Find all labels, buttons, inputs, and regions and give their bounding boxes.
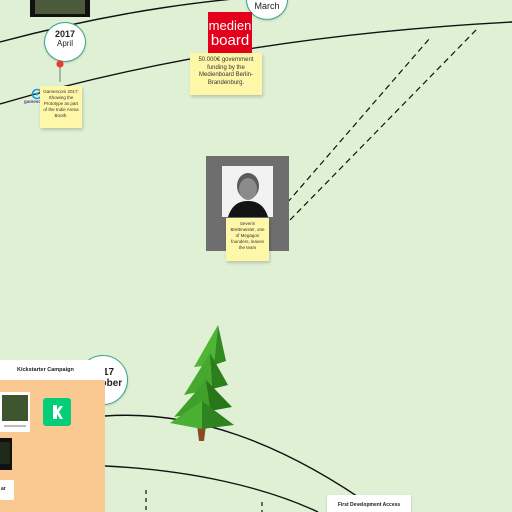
timeline-dashed-1 — [247, 37, 431, 249]
gamescom-logo-text: gamescom — [24, 99, 48, 104]
timeline-curve-lower-1 — [104, 414, 381, 512]
kickstarter-label-box: ar — [0, 480, 14, 500]
card-title: First Development Access — [337, 502, 401, 508]
kickstarter-logo — [43, 398, 71, 426]
timeline-dashed-2 — [289, 27, 479, 221]
note-text: Severin Brettmeister, one of Megagon fou… — [230, 221, 265, 250]
video-thumbnail-2[interactable] — [0, 438, 12, 470]
logo-line-1: medien — [208, 18, 252, 33]
date-month: April — [56, 39, 73, 48]
timeline-curve-top — [0, 0, 231, 43]
note-text: Gamescom 2017: Showing the Prototype as … — [43, 89, 79, 118]
kickstarter-card: Kickstarter Campaign ar — [0, 360, 105, 512]
timeline-curve-lower-2 — [104, 465, 319, 512]
pine-tree-icon — [166, 325, 236, 443]
first-dev-access-card: First Development Access — [327, 495, 411, 512]
date-bubble-april-2017: 2017 April — [44, 22, 86, 62]
photo-frame-severin — [206, 156, 289, 251]
medienboard-logo: medien board — [208, 12, 252, 56]
video-thumbnail-1[interactable] — [0, 392, 30, 432]
kickstarter-title: Kickstarter Campaign — [17, 367, 74, 373]
sticky-note-gamescom: Gamescom 2017: Showing the Prototype as … — [40, 86, 82, 128]
map-pin-icon — [56, 60, 64, 82]
video-thumbnail-top[interactable] — [30, 0, 90, 17]
kickstarter-partial-label: ar — [1, 486, 6, 492]
kickstarter-header: Kickstarter Campaign — [0, 360, 105, 380]
sticky-note-medienboard: 50.000€ government funding by the Medien… — [190, 53, 262, 95]
date-year: 2017 — [54, 29, 76, 39]
portrait-photo — [222, 166, 273, 217]
note-text: 50.000€ government funding by the Medien… — [198, 57, 254, 86]
logo-line-2: board — [210, 32, 250, 49]
sticky-note-severin: Severin Brettmeister, one of Megagon fou… — [226, 218, 269, 261]
date-month: March — [254, 1, 280, 11]
